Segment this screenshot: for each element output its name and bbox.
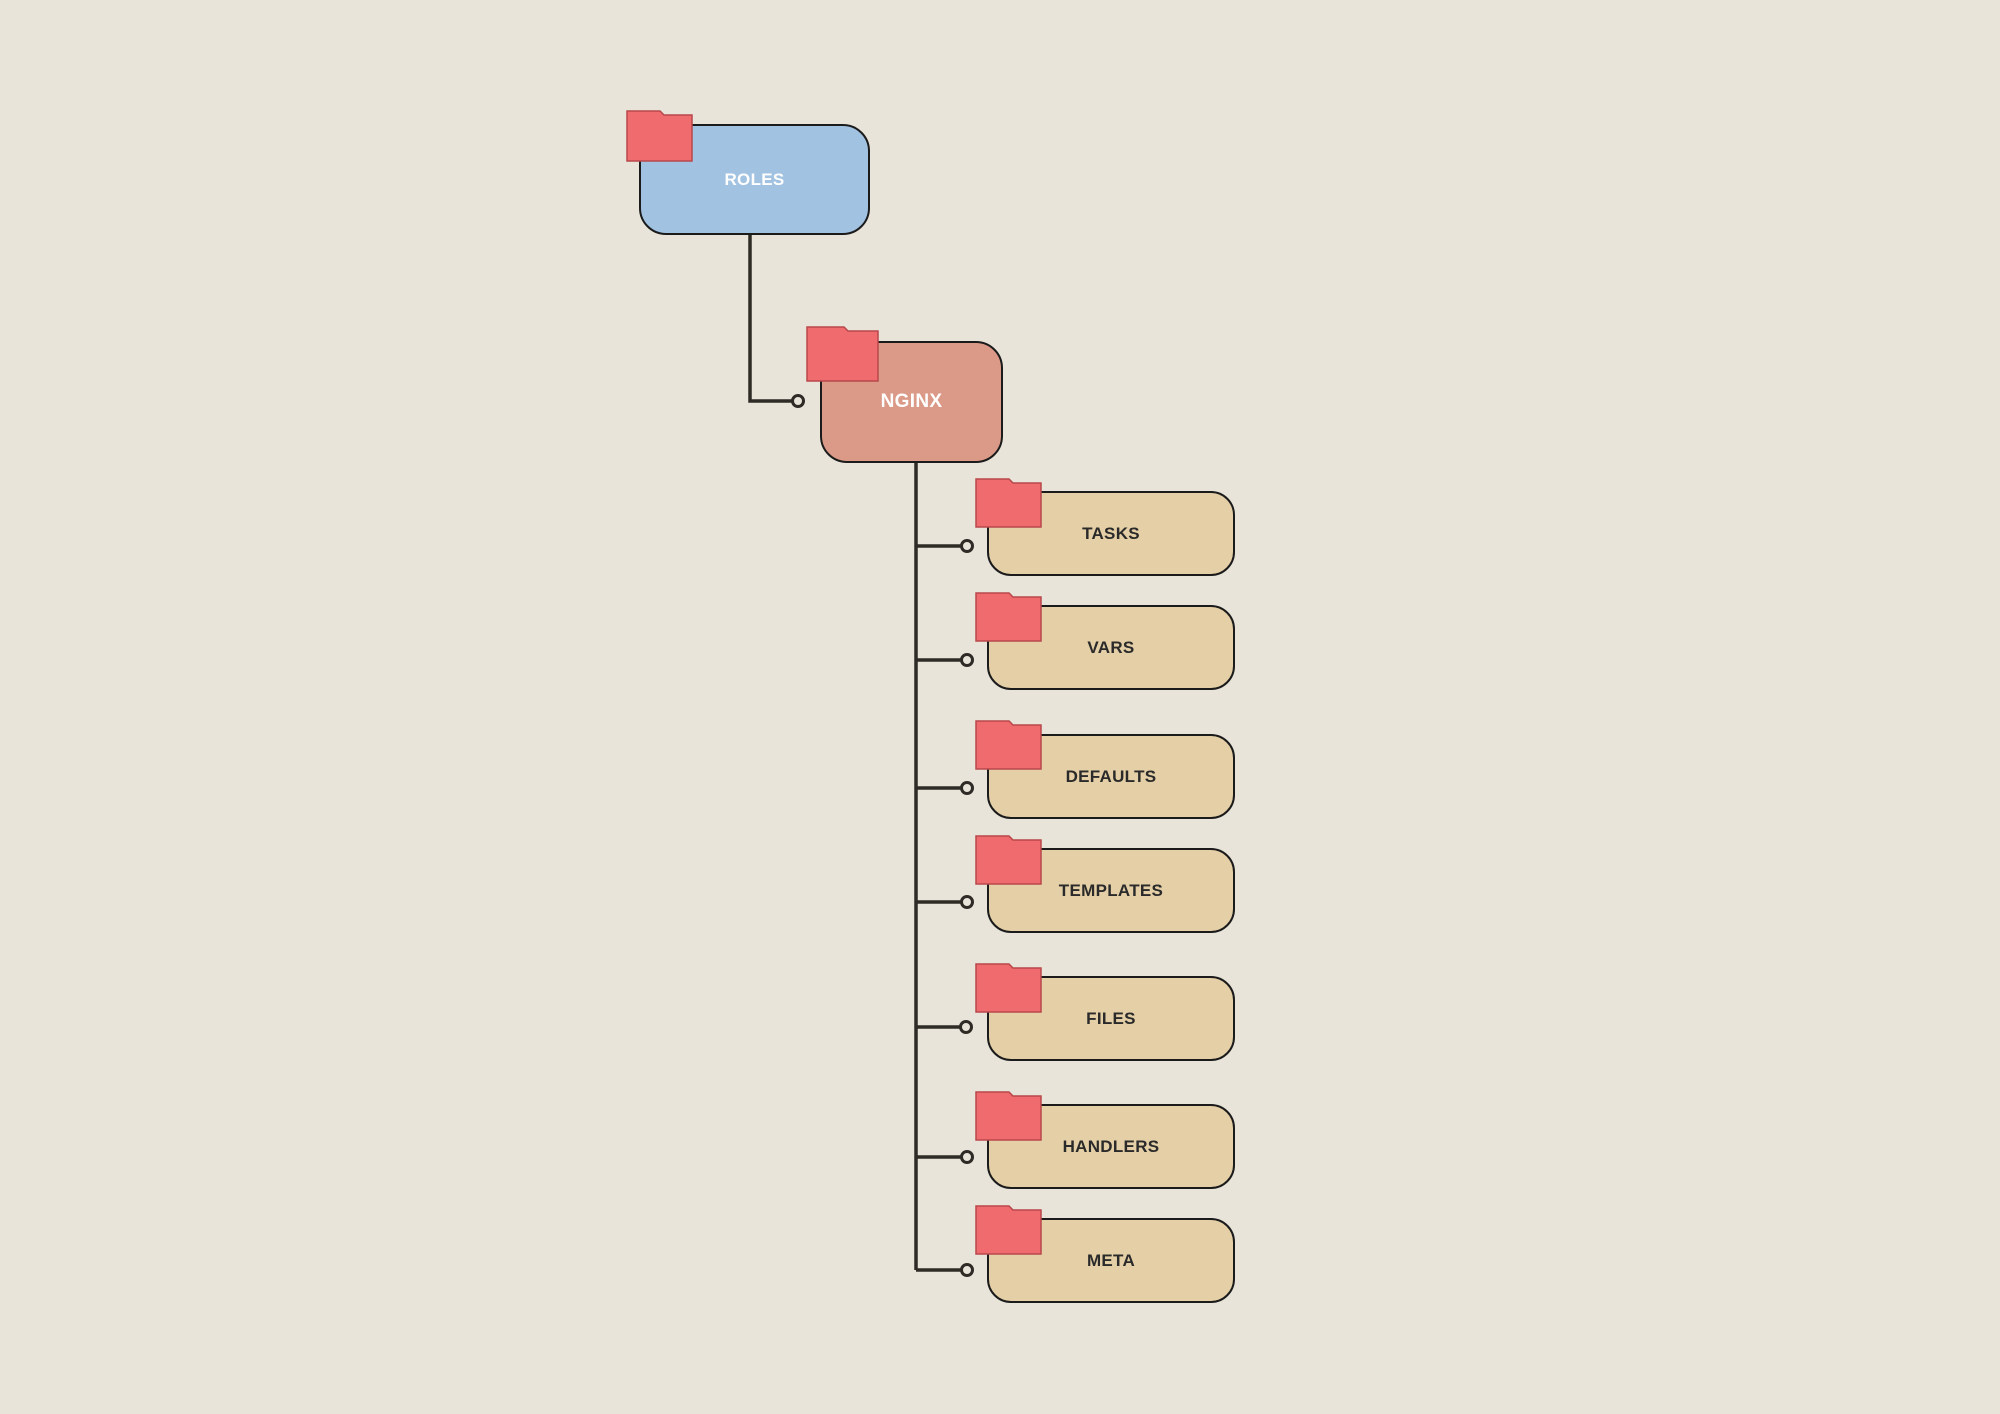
connector-end-defaults bbox=[960, 781, 974, 795]
connector-end-nginx bbox=[791, 394, 805, 408]
node-handlers-label: HANDLERS bbox=[1062, 1136, 1160, 1156]
folder-icon bbox=[806, 326, 879, 382]
node-nginx-label: NGINX bbox=[880, 391, 943, 412]
folder-icon bbox=[626, 110, 693, 162]
folder-icon bbox=[975, 963, 1042, 1013]
connector-end-files bbox=[959, 1020, 973, 1034]
connector-end-tasks bbox=[960, 539, 974, 553]
connector-end-vars bbox=[960, 653, 974, 667]
folder-icon bbox=[975, 1091, 1042, 1141]
folder-icon bbox=[975, 835, 1042, 885]
folder-icon bbox=[975, 592, 1042, 642]
connector-roles-nginx bbox=[748, 235, 793, 403]
node-defaults-label: DEFAULTS bbox=[1065, 766, 1157, 786]
connector-end-templates bbox=[960, 895, 974, 909]
folder-icon bbox=[975, 720, 1042, 770]
connector-end-handlers bbox=[960, 1150, 974, 1164]
node-files-label: FILES bbox=[1086, 1008, 1136, 1028]
node-roles-label: ROLES bbox=[724, 169, 785, 189]
node-tasks-label: TASKS bbox=[1082, 523, 1140, 543]
folder-icon bbox=[975, 478, 1042, 528]
node-nginx: NGINX bbox=[820, 341, 1003, 463]
node-meta-label: META bbox=[1086, 1250, 1136, 1270]
folder-icon bbox=[975, 1205, 1042, 1255]
node-handlers: HANDLERS bbox=[987, 1104, 1235, 1189]
node-templates-label: TEMPLATES bbox=[1058, 880, 1164, 900]
connector-end-meta bbox=[960, 1263, 974, 1277]
node-vars-label: VARS bbox=[1087, 637, 1135, 657]
